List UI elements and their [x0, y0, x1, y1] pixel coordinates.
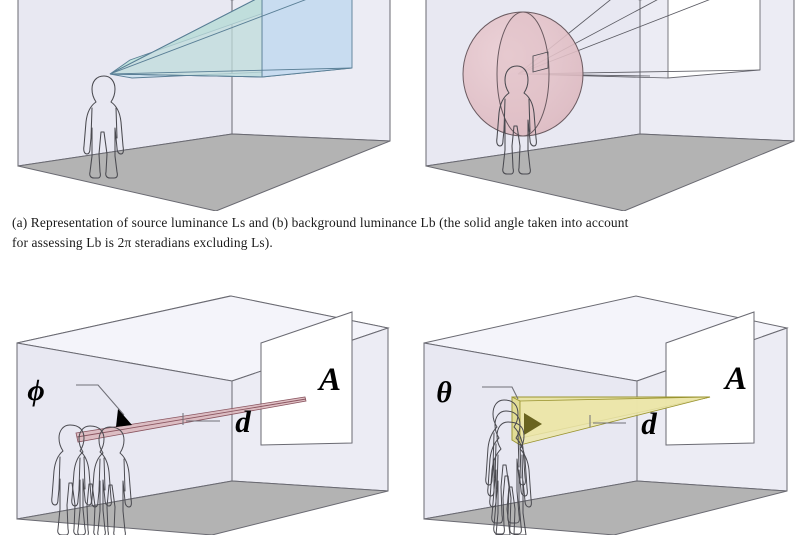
label-area-a-d: A: [723, 361, 747, 397]
person-figure-d-3: [489, 421, 532, 535]
label-distance-d-c: d: [235, 404, 251, 439]
panel-a-svg: [17, 0, 391, 211]
label-area-a-c: A: [317, 362, 341, 398]
panel-a-source-luminance: [0, 0, 400, 211]
person-figure-a: [83, 75, 124, 179]
person-figure-c-3: [91, 426, 132, 535]
floor-surface-a: [17, 133, 391, 211]
source-area-window-c: [260, 311, 353, 446]
label-angle-phi-c: ϕ: [27, 374, 44, 407]
source-area-window-d: [665, 311, 755, 446]
panel-c-horizontal-angle: ϕ A d: [0, 285, 400, 535]
person-figure-c-1: [51, 424, 92, 535]
floor-surface-c: [16, 480, 389, 535]
person-figure-c-2: [71, 425, 112, 535]
distance-indicator-c: [182, 413, 220, 425]
person-group-c: [51, 424, 132, 535]
person-figure-d-1: [485, 399, 526, 524]
caption-line-2: for assessing Lb is 2π steradians exclud…: [12, 235, 273, 250]
excluded-source-region-b: [667, 0, 761, 79]
person-figure-b: [496, 65, 537, 175]
panel-d-vertical-angle: θ A d: [400, 285, 797, 535]
label-angle-theta-d: θ: [436, 376, 452, 409]
angle-leader-line-c: [76, 384, 125, 416]
cone-edges-a: [109, 0, 353, 78]
wedge-axis-line-c: [76, 398, 307, 438]
angle-leader-line-d: [482, 386, 519, 400]
angle-arrowhead-d: [524, 413, 542, 435]
floor-surface-b: [425, 133, 795, 211]
panel-c-svg: ϕ A d: [16, 295, 390, 535]
panel-b-svg: [425, 0, 795, 211]
label-distance-d-d: d: [641, 406, 657, 441]
panel-b-background-luminance: [400, 0, 797, 211]
panel-d-svg: θ A d: [423, 295, 789, 535]
distance-indicator-d: [589, 415, 626, 427]
angle-leader-arrowhead-c: [116, 409, 132, 427]
hemisphere-section-ellipse-b: [496, 11, 550, 137]
person-group-d: [485, 399, 532, 535]
caption-line-1: (a) Representation of source luminance L…: [12, 215, 629, 230]
figure-caption: (a) Representation of source luminance L…: [12, 213, 772, 253]
solid-angle-element-b: [532, 51, 549, 73]
